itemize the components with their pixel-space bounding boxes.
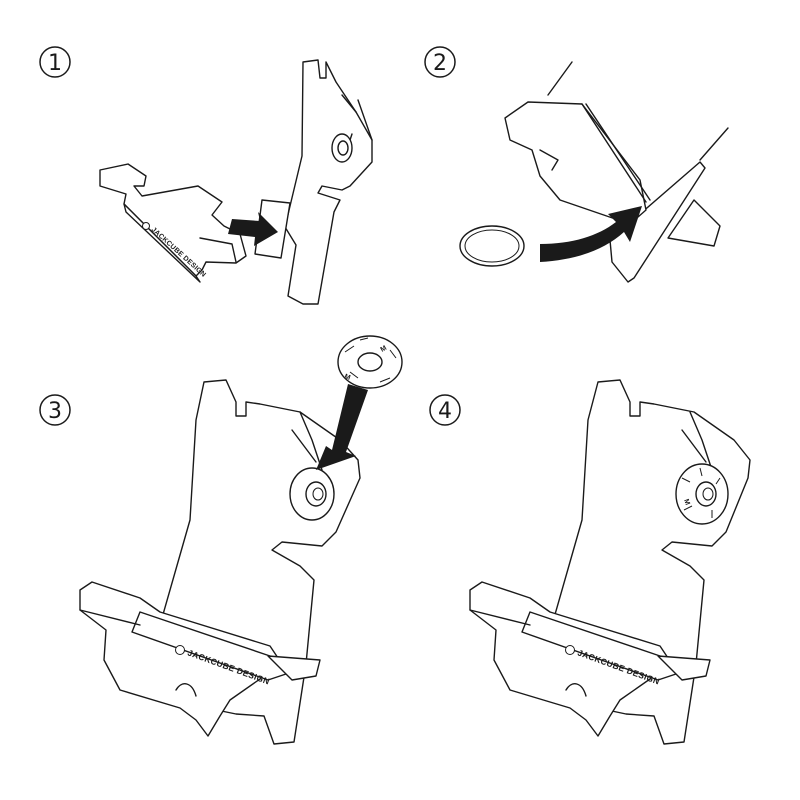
step-3-washer-arrow [316, 384, 368, 470]
svg-text:M: M [380, 345, 389, 354]
step-3-washer: M M [337, 335, 403, 389]
step-1-panel: 1 JACKCUBE DESIGN [39, 46, 373, 305]
step-2-o-ring [459, 225, 525, 267]
svg-text:1: 1 [48, 51, 62, 76]
step-1-number: 1 [39, 46, 71, 78]
step-2-number: 2 [424, 46, 456, 78]
svg-text:2: 2 [433, 51, 447, 76]
step-3-panel: 3 JACKCUBE DESIGN M M [39, 335, 403, 745]
step-3-number: 3 [39, 394, 71, 426]
step-4-base: JACKCUBE DESIGN [469, 581, 711, 737]
svg-text:M: M [343, 373, 351, 382]
step-2-panel: 2 [424, 46, 729, 283]
step-4-number: 4 [429, 394, 461, 426]
step-2-curved-arrow [540, 206, 642, 262]
step-1-insert-arrow [228, 212, 278, 246]
step-2-upright-edge [609, 161, 706, 283]
step-3-base: JACKCUBE DESIGN [79, 581, 321, 737]
step-4-panel: 4 M JACKCUBE DESIGN [429, 379, 751, 745]
svg-text:3: 3 [48, 399, 62, 424]
svg-text:M: M [682, 498, 691, 506]
step-1-base-piece: JACKCUBE DESIGN [99, 163, 247, 283]
step-1-back-plate [254, 59, 373, 305]
step-2-pad-block [504, 101, 651, 225]
svg-text:4: 4 [438, 399, 452, 424]
